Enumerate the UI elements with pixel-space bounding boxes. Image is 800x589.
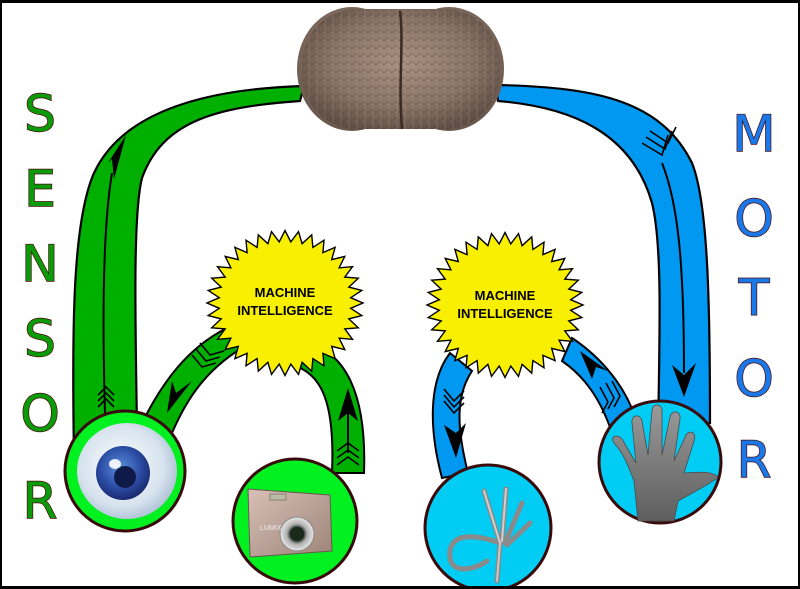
sensor-letter-o: O: [20, 385, 59, 443]
motor-main-feather: [641, 126, 677, 157]
sensor-main-arrow-line: [102, 172, 113, 444]
robot-hand-icon: [447, 486, 533, 584]
brain-image: [297, 7, 504, 131]
human-hand-node: [597, 399, 723, 525]
motor-letter-r: R: [737, 431, 772, 489]
burst-right-line2: INTELLIGENCE: [457, 306, 553, 321]
human-hand-icon: [612, 404, 719, 522]
sensor-main-feather: [97, 385, 115, 408]
diagram-svg: MACHINE INTELLIGENCE MACHINE INTELLIGENC…: [20, 7, 777, 586]
motor-loop-band: [431, 336, 639, 480]
motor-letter-o1: O: [734, 190, 773, 248]
motor-loop-arrow-head-up: [580, 351, 608, 379]
sensor-letter-n: N: [21, 235, 58, 293]
motor-loop-arrow-head-down: [444, 423, 466, 458]
sensor-loop-feather-up: [336, 442, 360, 466]
machine-intelligence-burst-left: MACHINE INTELLIGENCE: [205, 228, 365, 378]
motor-main-band: [494, 83, 712, 435]
motor-main-arrow-head: [672, 363, 696, 397]
motor-letter-m: M: [732, 105, 775, 163]
eye-node: [63, 409, 187, 533]
burst-right-line1: MACHINE: [475, 288, 536, 303]
sensor-letter-s1: S: [24, 85, 56, 143]
sensor-loop-feather-down: [191, 342, 225, 368]
motor-label: M O T O R: [732, 104, 777, 489]
sensor-letter-e: E: [24, 160, 56, 218]
robot-hand-node: [423, 463, 553, 586]
machine-intelligence-burst-right: MACHINE INTELLIGENCE: [425, 230, 585, 380]
burst-left-line1: MACHINE: [255, 285, 316, 300]
sensor-loop-arrow-head-down: [167, 381, 192, 413]
sensor-letter-s2: S: [24, 310, 56, 368]
sensor-loop-arrow-head-up: [338, 388, 358, 421]
sensor-loop-band: [140, 326, 366, 474]
motor-main-arrow-line: [661, 162, 685, 374]
motor-loop-feather-up: [599, 380, 621, 414]
motor-letter-t: T: [738, 269, 770, 327]
sensor-main-arrow-head: [108, 135, 126, 179]
motor-letter-o2: O: [734, 350, 773, 408]
burst-left-line2: INTELLIGENCE: [237, 303, 333, 318]
camera-node: LUMIX: [231, 457, 359, 585]
camera-brand: LUMIX: [260, 525, 282, 532]
sensor-label: S E N S O R: [20, 84, 61, 530]
motor-loop-feather-down: [443, 388, 465, 415]
sensor-letter-r: R: [23, 472, 58, 530]
eye-icon: [77, 423, 177, 519]
camera-icon: LUMIX: [247, 488, 333, 558]
